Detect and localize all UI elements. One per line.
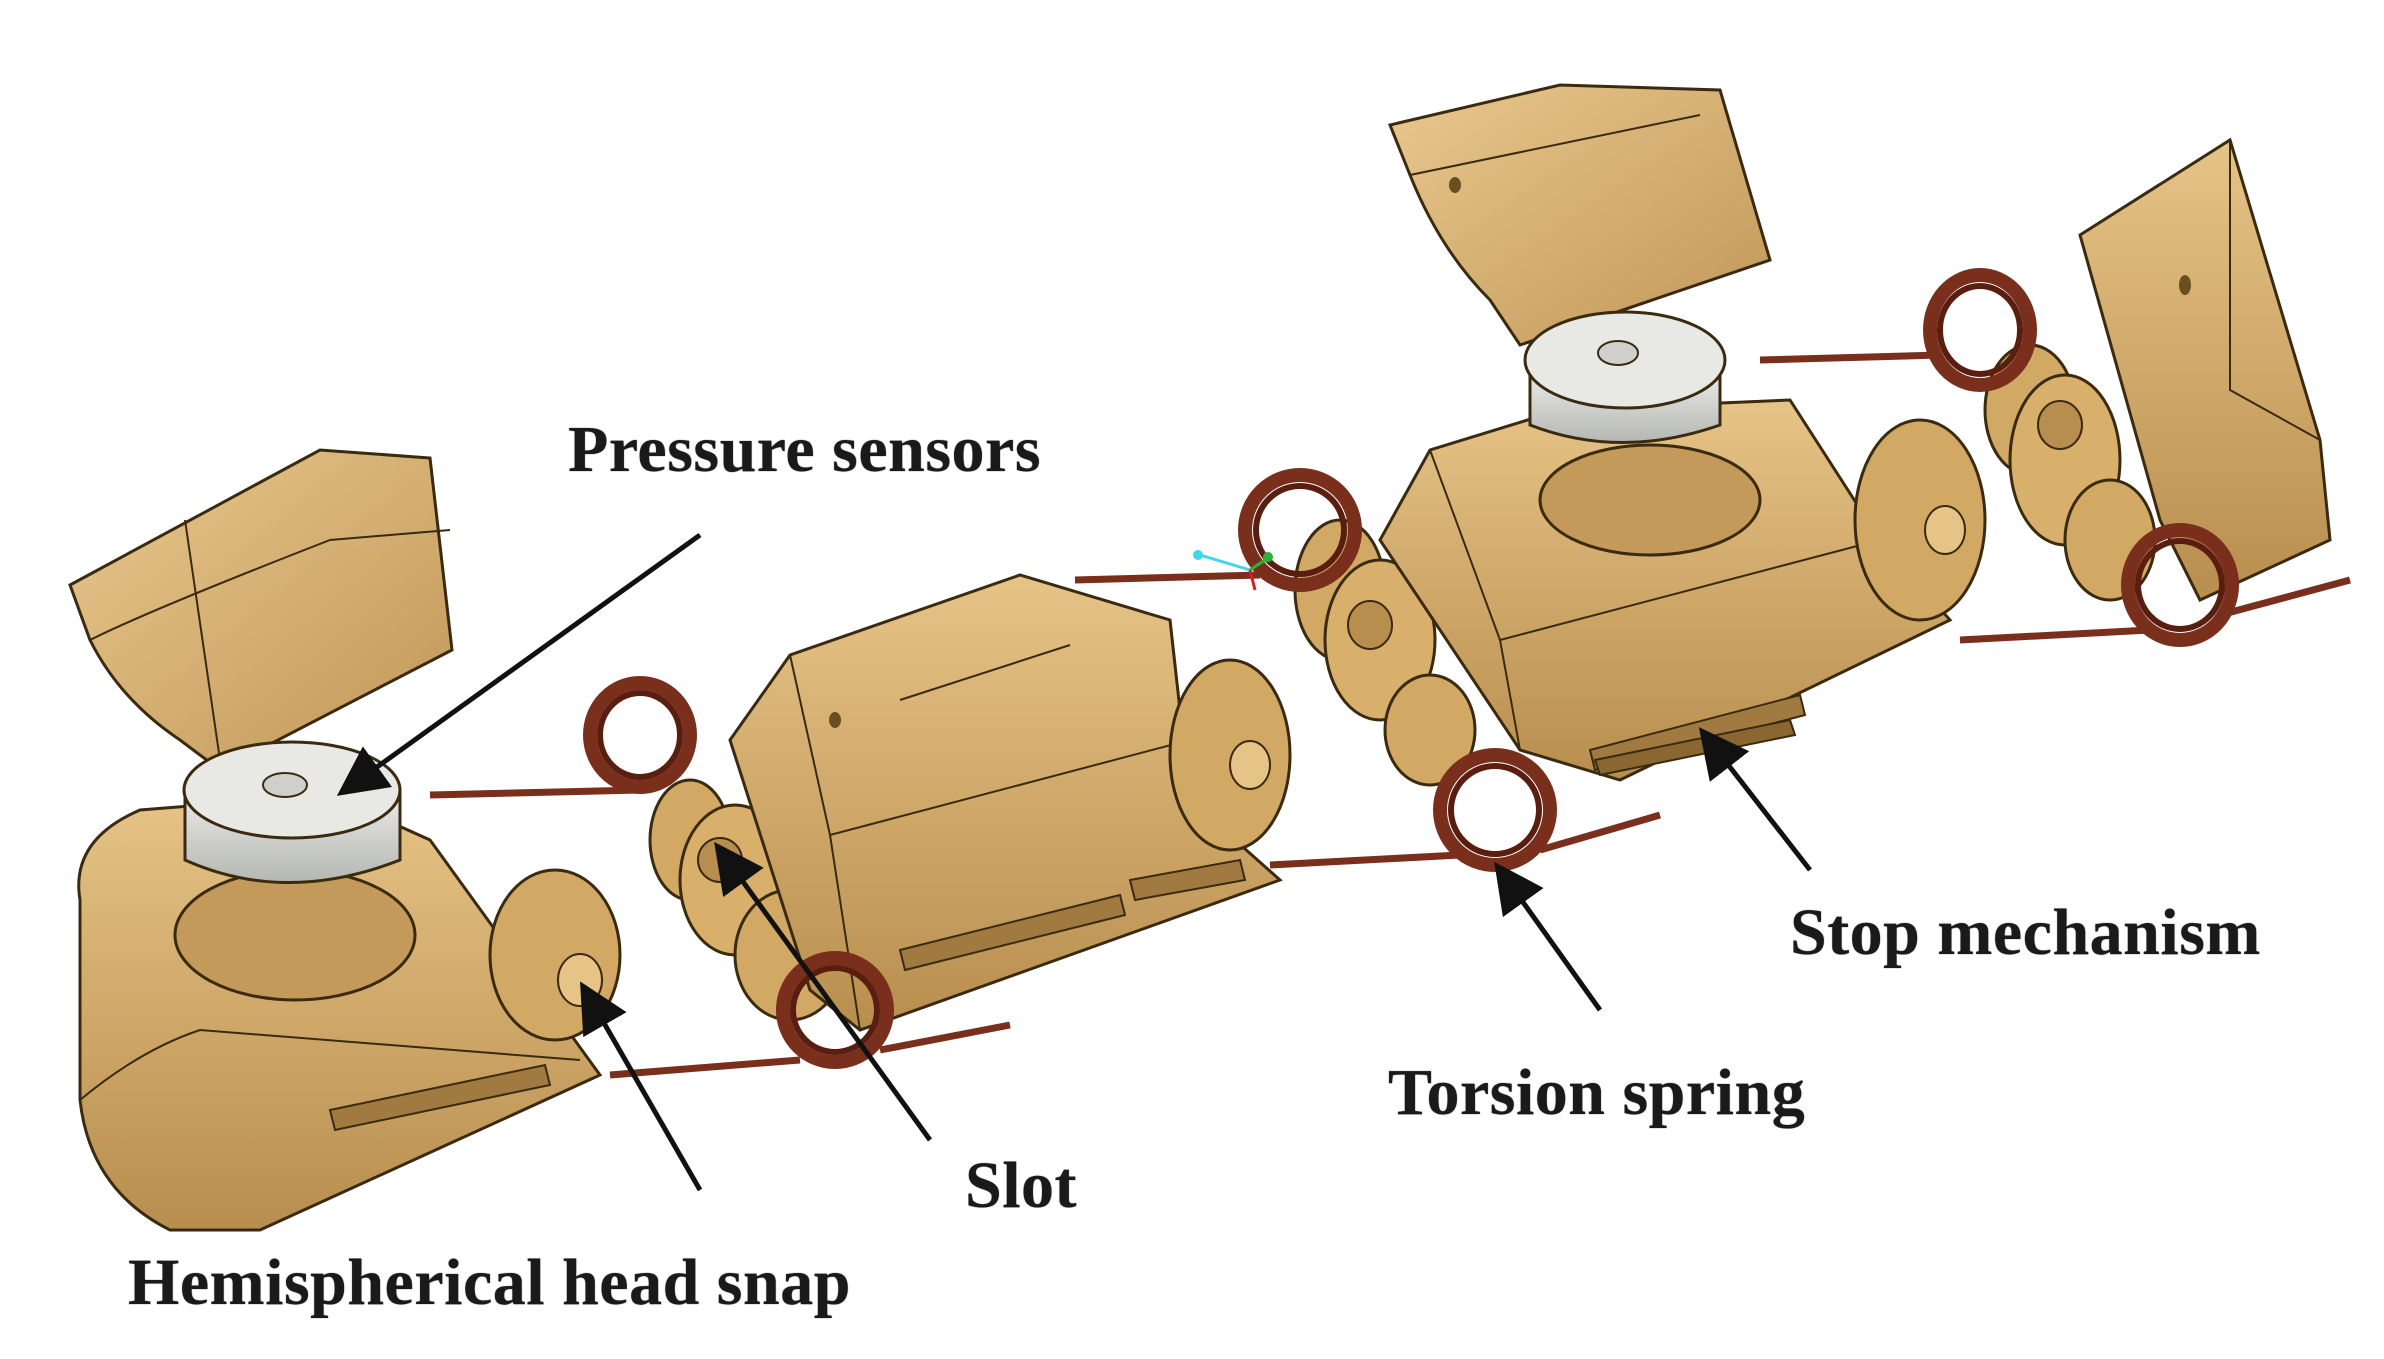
arrow-stop-mechanism	[1698, 727, 1812, 872]
link-1-cap	[68, 448, 454, 772]
label-slot: Slot	[965, 1149, 1078, 1222]
axis-triad	[1193, 550, 1273, 591]
label-pressure-sensors: Pressure sensors	[568, 413, 1042, 486]
arrow-slot	[714, 841, 933, 1142]
callout-arrows	[336, 532, 1812, 1192]
link-3	[1293, 83, 1987, 787]
arrow-hemispherical-head-snap	[580, 981, 703, 1192]
torsion-springs	[429, 268, 2351, 1079]
label-hemispherical-head-snap: Hemispherical head snap	[128, 1246, 851, 1319]
link-2	[648, 573, 1292, 1032]
label-torsion-spring: Torsion spring	[1388, 1056, 1806, 1129]
link-3-cap	[1387, 83, 1772, 347]
label-stop-mechanism: Stop mechanism	[1790, 896, 2261, 969]
arrow-pressure-sensors	[336, 532, 702, 796]
link-1	[68, 448, 622, 1232]
arrow-torsion-spring	[1494, 861, 1603, 1012]
